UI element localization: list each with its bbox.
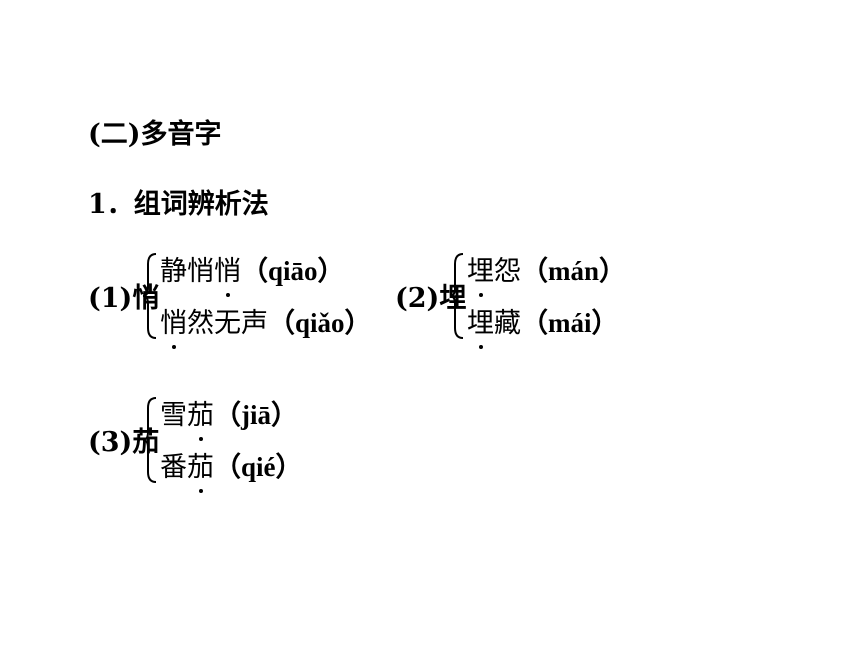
emphasized-char: 茄 (187, 400, 214, 441)
section-subtitle: 1．组词辨析法 (88, 189, 269, 220)
emphasized-char: 悄 (160, 308, 187, 349)
pinyin: （mán） (521, 256, 627, 286)
pinyin: （qiǎo） (268, 308, 372, 338)
entry-word: 埋藏（mái） (467, 306, 619, 349)
section-title: (二)多音字 (88, 119, 222, 150)
emphasized-char: 埋 (467, 256, 494, 297)
entry-word: 悄然无声（qiǎo） (160, 306, 372, 349)
word-prefix: 番 (160, 452, 187, 483)
word-suffix: 怨 (494, 256, 521, 287)
pinyin: （jiā） (214, 400, 298, 430)
entry-word: 番茄（qié） (160, 450, 303, 493)
word-prefix: 雪 (160, 400, 187, 431)
entry-word: 静悄悄（qiāo） (160, 254, 345, 297)
pinyin: （mái） (521, 308, 619, 338)
emphasized-char: 茄 (187, 452, 214, 493)
entry-word: 埋怨（mán） (467, 254, 627, 297)
word-suffix: 藏 (494, 308, 521, 339)
left-brace-icon (449, 253, 464, 339)
polyphone-group-2: (2)埋 埋怨（mán） 埋藏（mái） (395, 248, 645, 349)
pinyin: （qié） (214, 452, 303, 482)
pinyin: （qiāo） (241, 256, 345, 286)
word-prefix: 静悄 (160, 256, 214, 287)
emphasized-char: 埋 (467, 308, 494, 349)
entry-word: 雪茄（jiā） (160, 398, 298, 441)
emphasized-char: 悄 (214, 256, 241, 297)
left-brace-icon (142, 253, 157, 339)
left-brace-icon (142, 397, 157, 483)
polyphone-group-1: (1)悄 静悄悄（qiāo） 悄然无声（qiǎo） (88, 248, 388, 349)
polyphone-group-3: (3)茄 雪茄（jiā） 番茄（qié） (88, 392, 338, 493)
word-suffix: 然无声 (187, 308, 268, 339)
